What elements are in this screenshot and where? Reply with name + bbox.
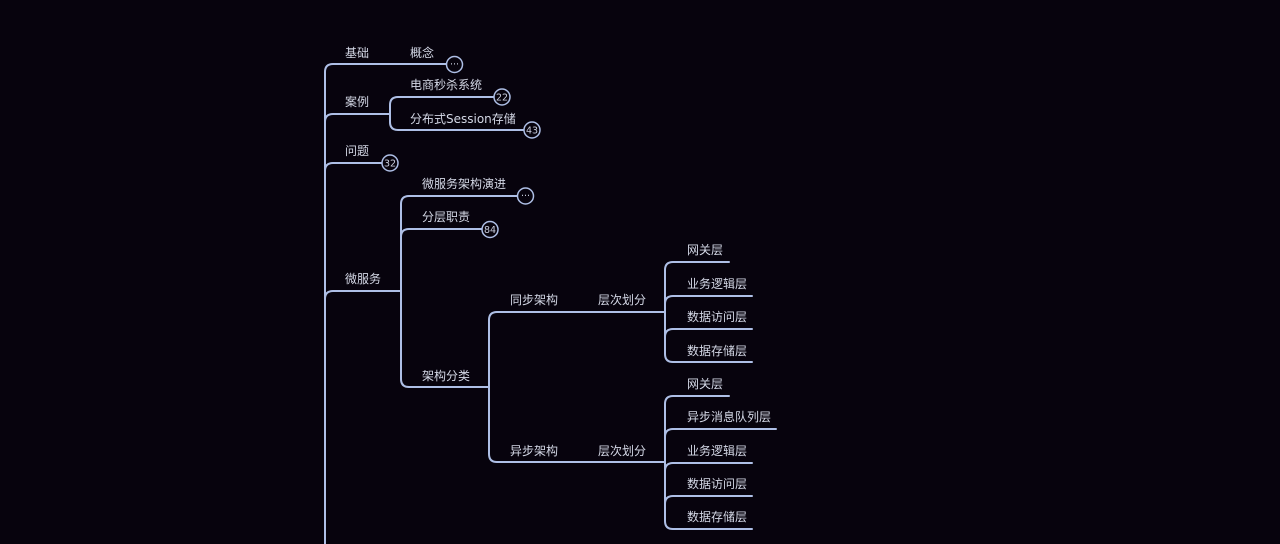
node-tongbu-cengci[interactable]: 层次划分: [598, 293, 646, 307]
node-y-yewu[interactable]: 业务逻辑层: [687, 443, 747, 458]
count-badge[interactable]: 43: [523, 121, 541, 139]
node-y-xiaoxi[interactable]: 异步消息队列层: [687, 409, 771, 424]
connector-y-yewu: [664, 462, 753, 472]
node-yibu-cengci[interactable]: 层次划分: [598, 444, 646, 458]
node-dianshang[interactable]: 电商秒杀系统: [410, 77, 482, 92]
connector-trunk: [324, 63, 447, 544]
node-t-wangguan[interactable]: 网关层: [687, 243, 723, 257]
ellipsis-icon: ···: [450, 60, 459, 71]
node-wenti[interactable]: 问题: [345, 144, 369, 158]
node-fenbushi[interactable]: 分布式Session存储: [410, 111, 516, 126]
count-badge-text: 32: [384, 159, 396, 170]
connector-weifuwu: [324, 290, 402, 300]
more-badge[interactable]: ···: [516, 187, 535, 205]
connector-wenti: [324, 162, 383, 172]
node-anli[interactable]: 案例: [345, 94, 369, 109]
connector-yanjin: [400, 195, 518, 292]
connector-anli: [324, 113, 391, 123]
connector-tongbu: [488, 311, 666, 388]
count-badge-text: 43: [526, 126, 538, 137]
connector-fenlei: [400, 290, 490, 388]
connector-t-yewu: [664, 295, 753, 305]
node-tongbu[interactable]: 同步架构: [510, 292, 558, 307]
connector-t-group: [664, 261, 753, 363]
node-y-fangwen[interactable]: 数据访问层: [687, 476, 747, 491]
connector-fenceng: [400, 228, 483, 238]
connector-y-fangwen: [664, 495, 753, 505]
ellipsis-icon: ···: [521, 191, 530, 202]
node-weifuwu[interactable]: 微服务: [345, 271, 381, 286]
count-badge[interactable]: 84: [481, 220, 499, 239]
node-gainian[interactable]: 概念: [410, 45, 434, 60]
connector-y-xiaoxi: [664, 428, 777, 438]
node-t-yewu[interactable]: 业务逻辑层: [687, 276, 747, 291]
node-yibu[interactable]: 异步架构: [510, 443, 558, 458]
node-y-cunchu[interactable]: 数据存储层: [687, 509, 747, 524]
connector-fenbushi: [389, 113, 525, 131]
count-badge-text: 84: [484, 225, 496, 236]
count-badge[interactable]: 32: [381, 154, 399, 172]
count-badge-text: 22: [496, 93, 508, 104]
connector-yibu: [488, 386, 666, 463]
node-fenceng[interactable]: 分层职责: [422, 210, 470, 224]
connector-t-fangwen: [664, 328, 753, 338]
connector-y-group: [664, 395, 753, 530]
node-jichu[interactable]: 基础: [345, 46, 369, 60]
count-badge[interactable]: 22: [493, 88, 511, 106]
more-badge[interactable]: ···: [445, 55, 464, 74]
node-yanjin[interactable]: 微服务架构演进: [422, 176, 506, 191]
node-y-wangguan[interactable]: 网关层: [687, 377, 723, 391]
connector-dianshang: [389, 96, 495, 123]
node-t-fangwen[interactable]: 数据访问层: [687, 309, 747, 324]
connectors: [324, 63, 777, 544]
node-t-cunchu[interactable]: 数据存储层: [687, 343, 747, 358]
node-fenlei[interactable]: 架构分类: [422, 368, 470, 383]
